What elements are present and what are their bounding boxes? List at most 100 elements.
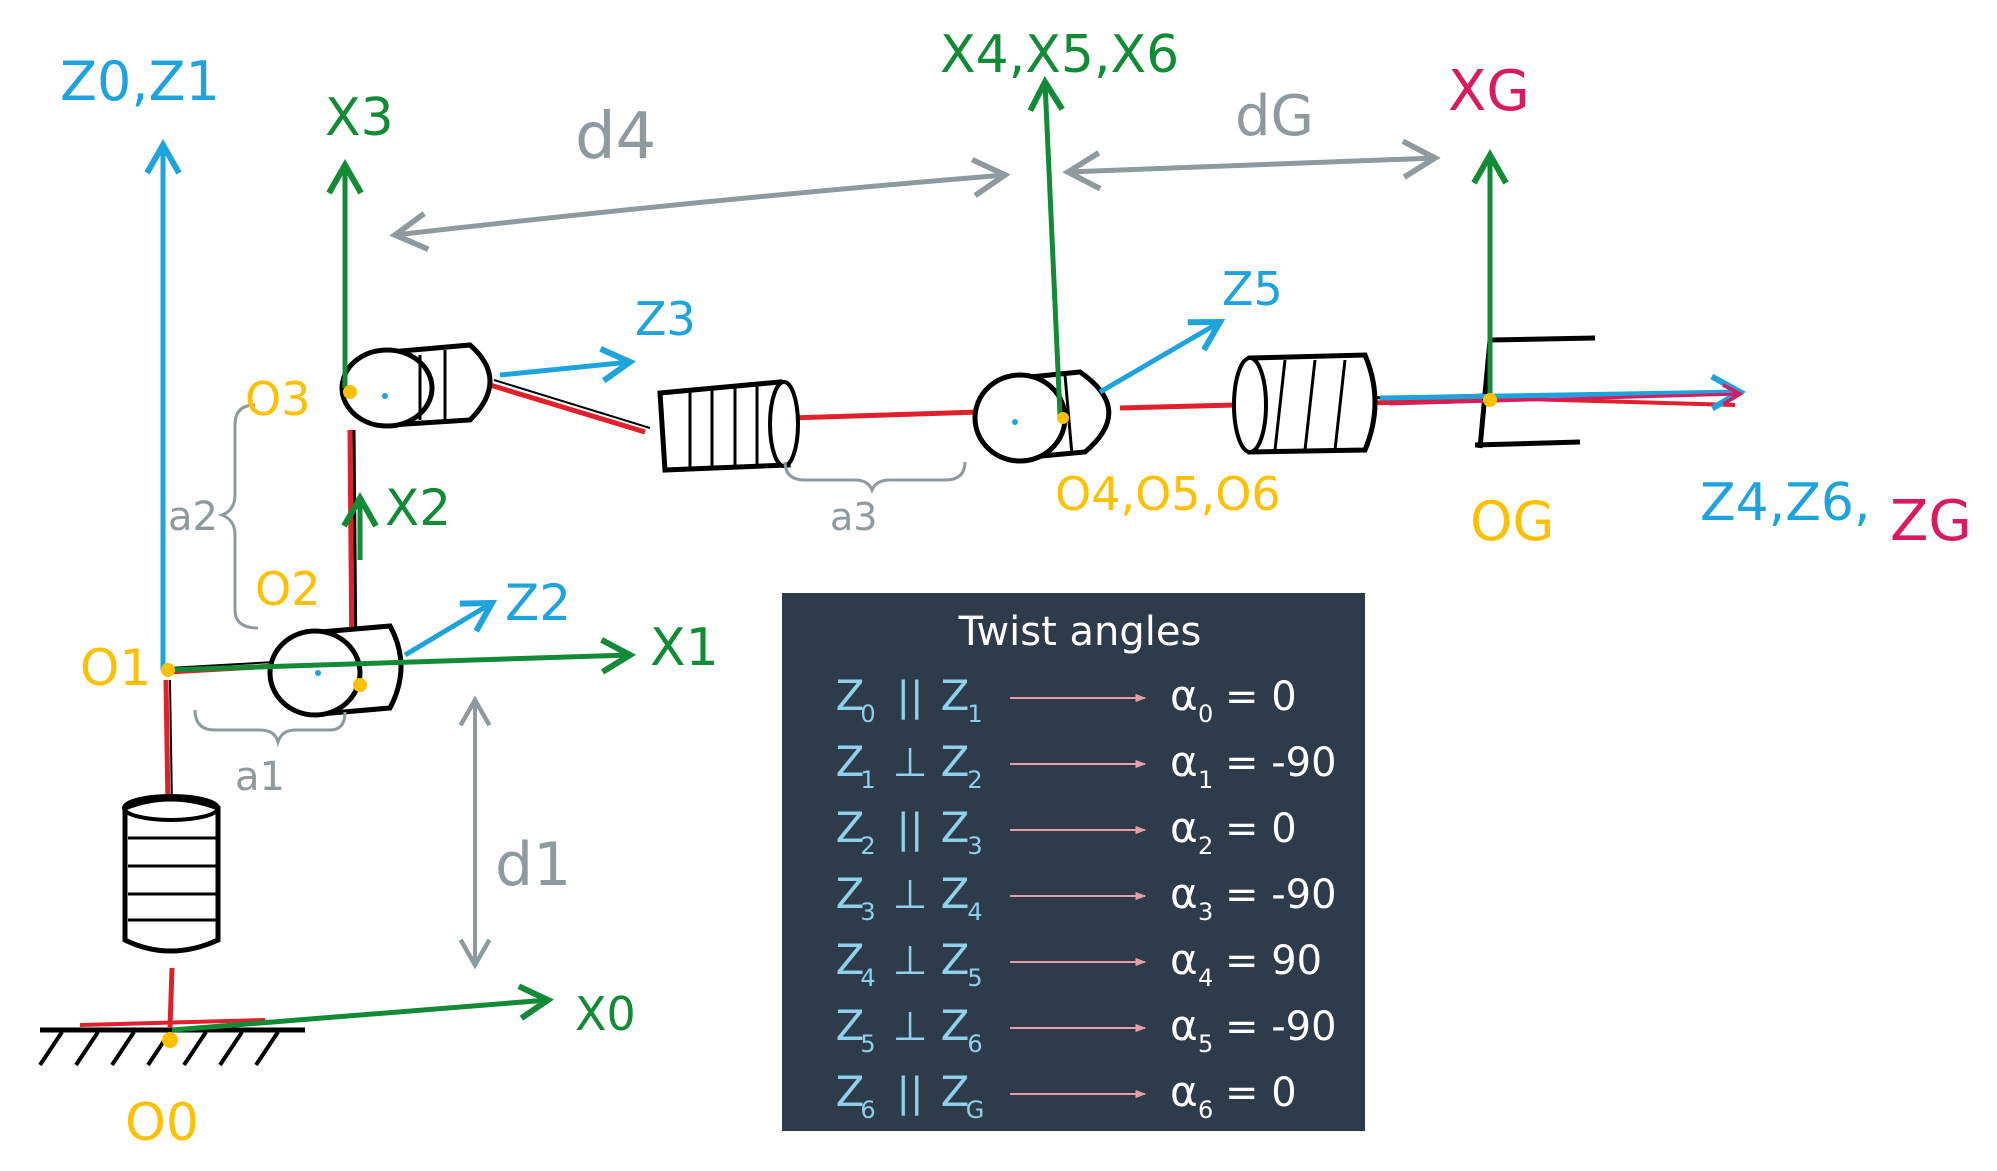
label-o0: O0 — [125, 1093, 199, 1153]
twist-row-value: = 0 — [1225, 674, 1297, 720]
d4-dimension — [389, 157, 1011, 252]
twist-row-lhs: Z — [836, 869, 865, 918]
twist-row-lhs-sub: 2 — [860, 832, 875, 860]
twist-row-alpha-sub: 4 — [1198, 964, 1213, 992]
twist-row-rhs-sub: G — [966, 1096, 985, 1124]
twist-row-rhs: Z — [941, 671, 970, 720]
twist-row-rhs: Z — [941, 737, 970, 786]
label-z3: Z3 — [635, 292, 696, 346]
z2-axis — [403, 599, 498, 658]
label-x0: X0 — [575, 987, 636, 1041]
a1-brace — [193, 709, 347, 748]
twist-row-alpha-sub: 0 — [1198, 700, 1213, 728]
twist-row-value: = -90 — [1225, 740, 1337, 786]
twist-row-value: = 0 — [1225, 1070, 1297, 1116]
twist-row-value: = -90 — [1225, 1004, 1337, 1050]
twist-row-rhs: Z — [941, 869, 970, 918]
z5-axis — [1098, 318, 1226, 395]
twist-row-relation: || — [897, 674, 924, 720]
twist-row-lhs-sub: 6 — [860, 1096, 875, 1124]
label-zG: ZG — [1890, 489, 1972, 554]
twist-row-alpha: α — [1170, 737, 1198, 786]
label-z4-z6: Z4,Z6, — [1700, 473, 1870, 533]
twist-row-rhs-sub: 1 — [967, 700, 982, 728]
twist-row-relation: ⊥ — [893, 740, 928, 786]
twist-row-relation: ⊥ — [893, 872, 928, 918]
twist-row-value: = 0 — [1225, 806, 1297, 852]
label-a2: a2 — [168, 494, 218, 540]
twist-row-lhs: Z — [836, 1067, 865, 1116]
base-joint — [122, 794, 221, 954]
twist-row-lhs: Z — [836, 671, 865, 720]
twist-row-alpha-sub: 1 — [1198, 766, 1213, 794]
label-z2: Z2 — [505, 574, 571, 632]
twist-row-lhs-sub: 4 — [860, 964, 875, 992]
twist-row-alpha: α — [1170, 671, 1198, 720]
twist-row-alpha: α — [1170, 869, 1198, 918]
twist-row-rhs: Z — [941, 1067, 970, 1116]
twist-row-alpha: α — [1170, 1067, 1198, 1116]
twist-row-lhs-sub: 5 — [860, 1030, 875, 1058]
label-o3: O3 — [245, 372, 310, 426]
label-a1: a1 — [235, 754, 285, 800]
wrist-joint — [972, 369, 1112, 464]
label-d1: d1 — [495, 830, 571, 900]
label-x4-x5-x6: X4,X5,X6 — [940, 25, 1179, 85]
twist-row-lhs: Z — [836, 737, 865, 786]
label-o4-o5-o6: O4,O5,O6 — [1055, 467, 1281, 521]
twist-row-alpha: α — [1170, 935, 1198, 984]
twist-row-rhs-sub: 4 — [967, 898, 982, 926]
twist-row-relation: || — [897, 1070, 924, 1116]
origin-dots — [161, 385, 1497, 1048]
twist-row-rhs-sub: 3 — [967, 832, 982, 860]
label-z0-z1: Z0,Z1 — [60, 50, 220, 113]
label-x1: X1 — [650, 618, 719, 678]
label-oG: OG — [1470, 490, 1554, 553]
twist-row-value: = 90 — [1225, 938, 1322, 984]
dG-dimension — [1062, 138, 1441, 192]
z3-axis — [499, 346, 637, 384]
twist-row-alpha-sub: 5 — [1198, 1030, 1213, 1058]
label-x2: X2 — [385, 479, 451, 537]
twist-row-alpha: α — [1170, 803, 1198, 852]
x4-x5-x6-axis — [1027, 75, 1065, 416]
twist-row-alpha-sub: 6 — [1198, 1096, 1213, 1124]
a3-brace — [783, 461, 967, 495]
twist-row-lhs-sub: 1 — [860, 766, 875, 794]
twist-row-lhs-sub: 0 — [860, 700, 875, 728]
label-a3: a3 — [830, 495, 877, 539]
label-o1: O1 — [80, 639, 151, 697]
twist-row-relation: ⊥ — [893, 1004, 928, 1050]
twist-angles-title: Twist angles — [958, 609, 1202, 655]
twist-row-relation: ⊥ — [893, 938, 928, 984]
wrist-joint-2 — [1232, 352, 1378, 455]
joint-3 — [339, 342, 493, 429]
twist-row-lhs: Z — [836, 935, 865, 984]
label-dG: dG — [1235, 84, 1314, 149]
twist-row-rhs-sub: 6 — [967, 1030, 982, 1058]
label-x3: X3 — [325, 88, 394, 148]
twist-row-alpha: α — [1170, 1001, 1198, 1050]
twist-row-lhs-sub: 3 — [860, 898, 875, 926]
twist-row-lhs: Z — [836, 1001, 865, 1050]
twist-row-rhs-sub: 2 — [967, 766, 982, 794]
twist-row-lhs: Z — [836, 803, 865, 852]
label-z5: Z5 — [1222, 262, 1283, 316]
x0-axis — [171, 983, 555, 1033]
joint-2 — [267, 623, 404, 718]
z4-z6-zG-axis — [1379, 373, 1747, 412]
twist-row-alpha-sub: 2 — [1198, 832, 1213, 860]
label-d4: d4 — [575, 100, 656, 174]
twist-row-alpha-sub: 3 — [1198, 898, 1213, 926]
twist-row-rhs: Z — [941, 1001, 970, 1050]
a2-brace — [217, 403, 259, 630]
twist-row-rhs-sub: 5 — [967, 964, 982, 992]
twist-row-value: = -90 — [1225, 872, 1337, 918]
twist-row-relation: || — [897, 806, 924, 852]
twist-row-rhs: Z — [941, 803, 970, 852]
link-3-joint — [657, 379, 800, 473]
twist-row-rhs: Z — [941, 935, 970, 984]
x1-axis — [164, 637, 637, 675]
label-o2: O2 — [255, 562, 320, 616]
